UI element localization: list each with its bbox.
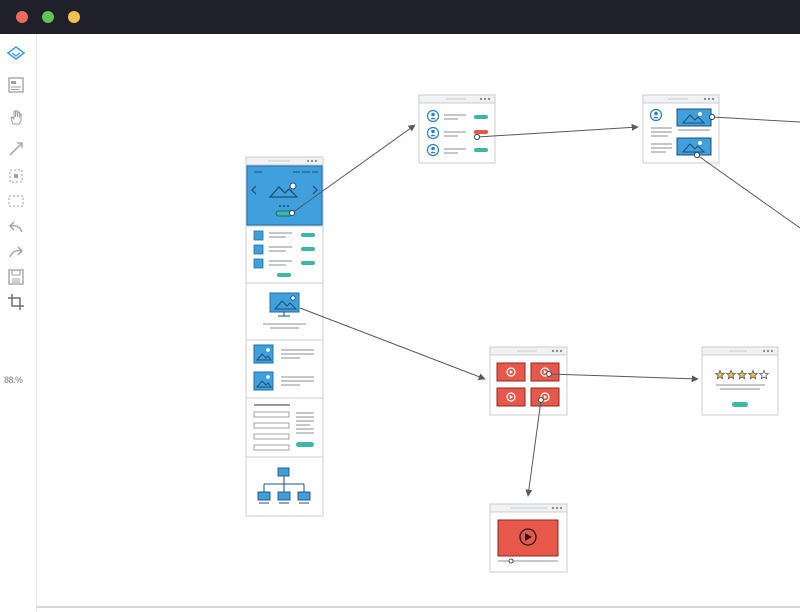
star-empty-icon[interactable] bbox=[758, 369, 770, 380]
redo-icon[interactable] bbox=[6, 242, 26, 262]
save-icon[interactable] bbox=[6, 267, 26, 287]
hand-tool-icon[interactable] bbox=[6, 107, 26, 127]
crop-icon[interactable] bbox=[6, 292, 26, 312]
card-users-page[interactable] bbox=[418, 94, 496, 164]
star-filled-icon[interactable] bbox=[747, 369, 759, 380]
connector-handle[interactable] bbox=[546, 371, 552, 377]
connector-handle[interactable] bbox=[538, 397, 544, 403]
minimize-window-button[interactable] bbox=[42, 11, 54, 23]
star-filled-icon[interactable] bbox=[714, 369, 726, 380]
frame-tool-icon[interactable] bbox=[6, 166, 26, 186]
app-logo-icon[interactable] bbox=[6, 44, 26, 64]
connector-handle[interactable] bbox=[693, 151, 701, 159]
star-filled-icon[interactable] bbox=[736, 369, 748, 380]
card-home-page[interactable] bbox=[245, 156, 324, 517]
close-window-button[interactable] bbox=[16, 11, 28, 23]
connector-arrow-tool-icon[interactable] bbox=[6, 139, 26, 159]
connector-lines bbox=[291, 116, 800, 497]
connector-handle[interactable] bbox=[708, 113, 716, 121]
undo-icon[interactable] bbox=[6, 217, 26, 237]
star-rating[interactable] bbox=[714, 369, 770, 380]
card-video-player-page[interactable] bbox=[489, 503, 568, 573]
connector-handle[interactable] bbox=[288, 209, 296, 217]
layout-tool-icon[interactable] bbox=[6, 75, 26, 95]
left-toolbar: 88.% bbox=[0, 34, 37, 612]
group-tool-icon[interactable] bbox=[6, 191, 26, 211]
card-videos-page[interactable] bbox=[489, 346, 568, 416]
window-titlebar bbox=[0, 0, 800, 34]
sitemap-canvas[interactable] bbox=[37, 34, 800, 612]
zoom-window-button[interactable] bbox=[68, 11, 80, 23]
star-filled-icon[interactable] bbox=[725, 369, 737, 380]
card-media-detail-page[interactable] bbox=[642, 94, 720, 164]
connector-handle[interactable] bbox=[473, 133, 481, 141]
canvas-bottom-border bbox=[37, 606, 800, 608]
zoom-level-label[interactable]: 88.% bbox=[4, 375, 23, 385]
card-rating-page[interactable] bbox=[701, 346, 779, 416]
